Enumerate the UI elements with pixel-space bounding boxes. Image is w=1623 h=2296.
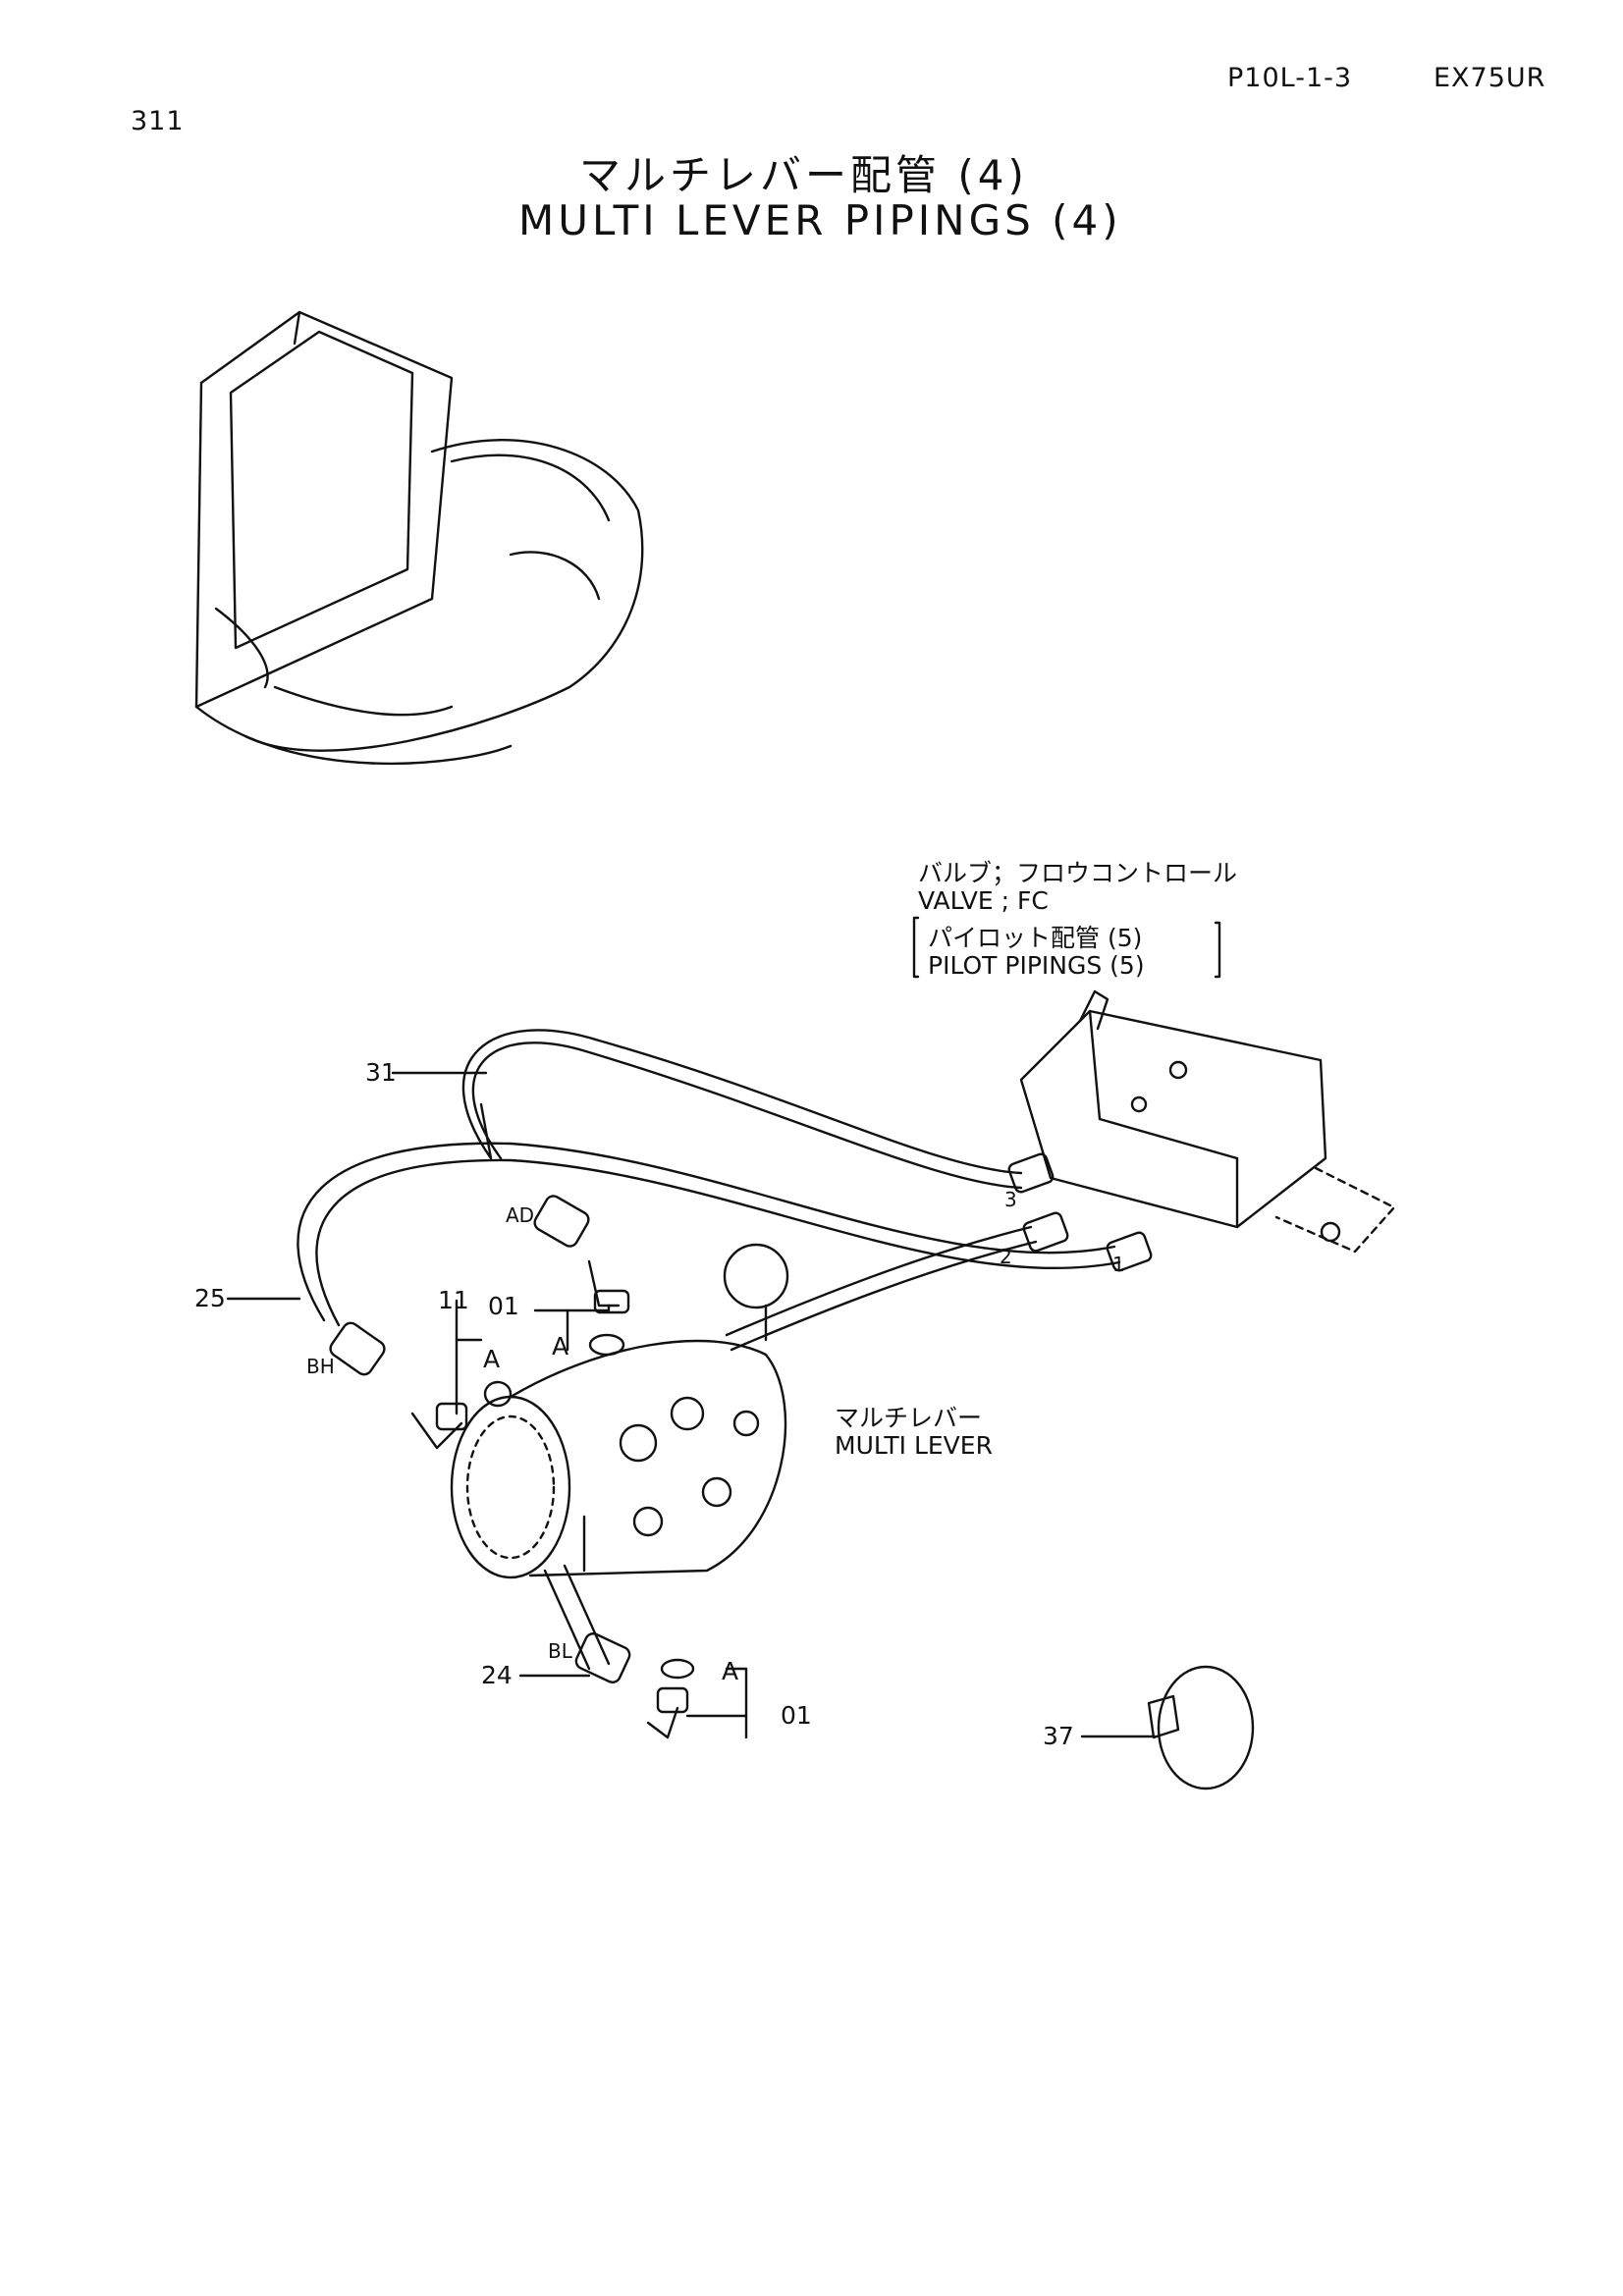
multi-lever-label-japanese: マルチレバー (835, 1404, 983, 1432)
part-number-37: 37 (1043, 1722, 1074, 1750)
ref-mark-a-upper: A (552, 1332, 569, 1361)
part-number-11: 11 (438, 1286, 469, 1314)
valve-label-english: VALVE ; FC (918, 886, 1049, 915)
part-number-01-lower: 01 (781, 1701, 812, 1730)
port-label-bl: BL (548, 1639, 572, 1663)
port-number-3: 3 (1004, 1188, 1017, 1211)
fc-valve-block (1019, 989, 1396, 1254)
part-number-31: 31 (365, 1058, 397, 1087)
hose-25 (297, 1142, 1116, 1322)
part-number-01-upper: 01 (488, 1292, 519, 1320)
title-english: MULTI LEVER PIPINGS (4) (518, 196, 1122, 244)
multi-lever-label-english: MULTI LEVER (835, 1431, 993, 1460)
port-number-2: 2 (1000, 1245, 1012, 1268)
valve-label-japanese: バルブ；フロウコントロール (918, 859, 1238, 887)
port-label-ad: AD (506, 1203, 535, 1227)
page-code: P10L-1-3 (1227, 63, 1353, 93)
part-number-24: 24 (481, 1661, 513, 1689)
port-label-bh: BH (306, 1355, 335, 1378)
ref-mark-a-lower: A (722, 1657, 739, 1685)
title-japanese: マルチレバー配管 (4) (579, 151, 1028, 199)
pilot-label-english: PILOT PIPINGS (5) (928, 951, 1145, 980)
part-number-25: 25 (194, 1284, 226, 1312)
ref-mark-a-left: A (483, 1345, 501, 1373)
excavator-overview-drawing (194, 310, 644, 765)
pilot-label-japanese: パイロット配管 (5) (928, 924, 1143, 952)
multi-lever-body (450, 1243, 789, 1579)
port-number-1: 1 (1112, 1253, 1125, 1276)
hose-31 (461, 1029, 1023, 1175)
model-name: EX75UR (1434, 63, 1546, 93)
section-number: 311 (131, 106, 185, 136)
